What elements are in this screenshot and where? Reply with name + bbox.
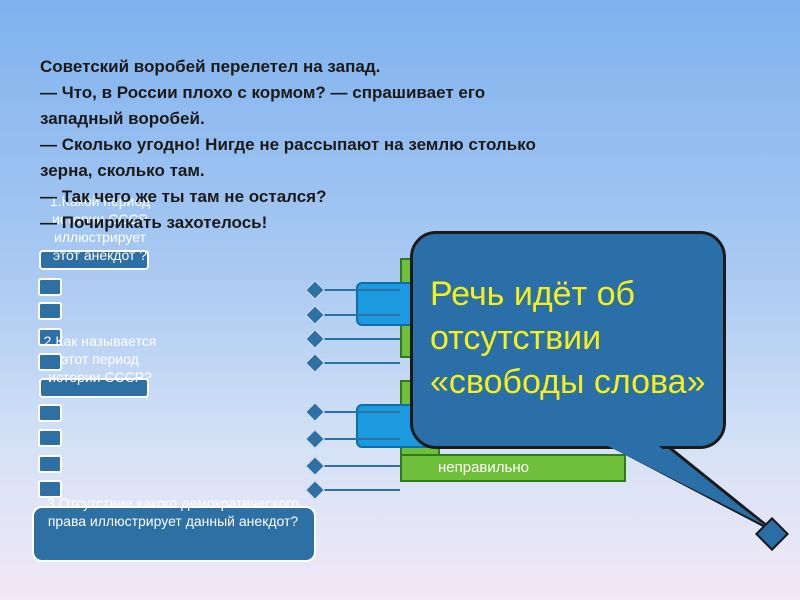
option-button[interactable] bbox=[38, 404, 62, 422]
joke-line: — Что, в России плохо с кормом? — спраши… bbox=[40, 83, 486, 102]
connector-line bbox=[322, 465, 400, 467]
option-button[interactable] bbox=[38, 278, 62, 296]
question-2-text: 2.Как называется этот период истории ССС… bbox=[43, 333, 157, 385]
question-3-text: 3.Отсутствие какого демократического пра… bbox=[47, 495, 299, 529]
connector-line bbox=[322, 289, 400, 291]
option-button[interactable] bbox=[38, 455, 62, 473]
bubble-line: Речь идёт об bbox=[430, 275, 635, 313]
joke-line: — Сколько угодно! Нигде не рассыпают на … bbox=[40, 135, 536, 154]
option-button[interactable] bbox=[38, 429, 62, 447]
answer-result-label: неправильно bbox=[400, 454, 626, 482]
connector-line bbox=[322, 314, 400, 316]
question-1-text: 1.Какой период истории СССР иллюстрирует… bbox=[49, 193, 151, 263]
connector-line bbox=[322, 411, 400, 413]
question-3-button[interactable] bbox=[32, 506, 316, 562]
bubble-text: Речь идёт об отсутствии «свободы слова» bbox=[430, 272, 720, 404]
option-button[interactable] bbox=[38, 328, 62, 346]
question-2-button[interactable] bbox=[39, 378, 149, 398]
connector-line bbox=[322, 362, 400, 364]
connector-line bbox=[322, 438, 400, 440]
bubble-line: «свободы слова» bbox=[430, 363, 706, 401]
option-button[interactable] bbox=[38, 302, 62, 320]
speech-bubble bbox=[410, 231, 726, 449]
joke-line: — Почирикать захотелось! bbox=[40, 213, 268, 232]
option-button[interactable] bbox=[38, 480, 62, 498]
connector-line bbox=[322, 338, 400, 340]
joke-line: Советский воробей перелетел на запад. bbox=[40, 57, 381, 76]
joke-line: — Так чего же ты там не остался? bbox=[40, 187, 327, 206]
connector-line bbox=[322, 489, 400, 491]
question-1-button[interactable] bbox=[39, 250, 149, 270]
bubble-line: отсутствии bbox=[430, 319, 602, 357]
joke-line: зерна, сколько там. bbox=[40, 161, 205, 180]
option-button[interactable] bbox=[38, 353, 62, 371]
joke-text: Советский воробей перелетел на запад. — … bbox=[40, 54, 680, 236]
joke-line: западный воробей. bbox=[40, 109, 205, 128]
